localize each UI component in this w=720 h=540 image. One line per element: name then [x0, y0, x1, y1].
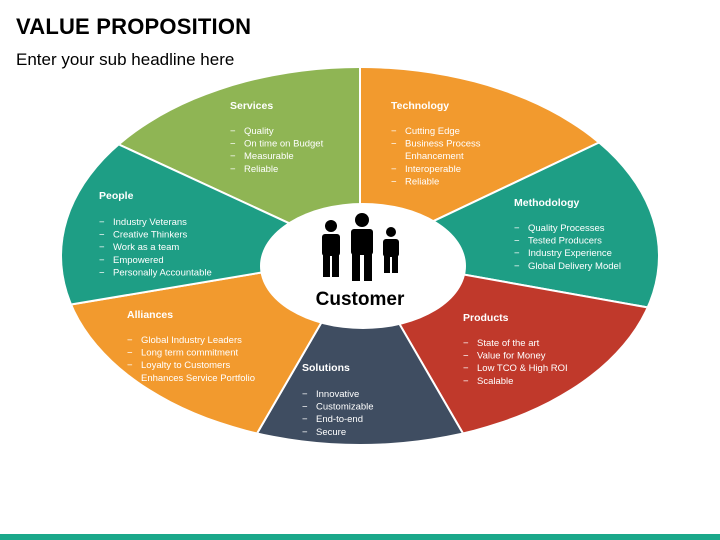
bullet-dash: −	[127, 373, 133, 384]
bullet-dash: −	[230, 126, 236, 137]
bullet-dash: −	[99, 267, 105, 278]
bullet-dash: −	[99, 242, 105, 253]
segment-item-products: Value for Money	[477, 351, 546, 362]
segment-item-people: Creative Thinkers	[113, 230, 188, 241]
segment-item-methodology: Quality Processes	[528, 223, 605, 234]
segment-item-alliances: Global Industry Leaders	[141, 335, 242, 346]
bullet-dash: −	[127, 335, 133, 346]
center-ellipse	[260, 203, 466, 329]
segment-item-people: Personally Accountable	[113, 267, 212, 278]
people-icon	[322, 213, 399, 281]
bullet-dash: −	[463, 376, 469, 387]
segment-title-services: Services	[230, 100, 273, 112]
segment-item-alliances: Loyalty to Customers	[141, 360, 230, 371]
center-label: Customer	[316, 289, 405, 310]
segment-item-methodology: Global Delivery Model	[528, 261, 621, 272]
segment-item-services: On time on Budget	[244, 139, 324, 150]
bullet-dash: −	[127, 348, 133, 359]
segment-item-technology: Interoperable	[405, 164, 461, 175]
segment-item-products: State of the art	[477, 338, 540, 349]
bullet-dash: −	[230, 139, 236, 150]
segment-item-methodology: Industry Experience	[528, 248, 612, 259]
bullet-dash: −	[230, 164, 236, 175]
bullet-dash: −	[302, 402, 308, 413]
segment-item-technology: Cutting Edge	[405, 126, 460, 137]
segment-title-alliances: Alliances	[127, 309, 173, 321]
bullet-dash: −	[463, 351, 469, 362]
segment-item-solutions: Secure	[316, 427, 346, 438]
segment-item-technology: Reliable	[405, 176, 439, 187]
segment-item-solutions: Innovative	[316, 389, 359, 400]
bullet-dash: −	[99, 230, 105, 241]
segment-item-alliances: Enhances Service Portfolio	[141, 373, 255, 384]
segment-item-methodology: Tested Producers	[528, 236, 602, 247]
bullet-dash: −	[391, 164, 397, 175]
segment-item-services: Reliable	[244, 164, 278, 175]
bullet-dash: −	[391, 176, 397, 187]
segment-item-solutions: End-to-end	[316, 414, 363, 425]
segment-title-technology: Technology	[391, 100, 449, 112]
segment-item-people: Empowered	[113, 255, 164, 266]
bullet-dash: −	[391, 139, 397, 150]
bullet-dash: −	[99, 255, 105, 266]
bullet-dash: −	[230, 151, 236, 162]
segment-item-people: Work as a team	[113, 242, 179, 253]
segment-item-products: Scalable	[477, 376, 513, 387]
bullet-dash: −	[302, 389, 308, 400]
segment-item-services: Quality	[244, 126, 274, 137]
bullet-dash: −	[302, 414, 308, 425]
segment-title-people: People	[99, 190, 134, 202]
segment-item-solutions: Customizable	[316, 402, 374, 413]
bullet-dash: −	[463, 338, 469, 349]
bullet-dash: −	[302, 427, 308, 438]
bullet-dash: −	[514, 248, 520, 259]
segment-item-products: Low TCO & High ROI	[477, 363, 568, 374]
segment-item-technology: Enhancement	[405, 151, 464, 162]
segment-item-people: Industry Veterans	[113, 217, 187, 228]
footer-bar	[0, 534, 720, 540]
bullet-dash: −	[99, 217, 105, 228]
segment-item-technology: Business Process	[405, 139, 481, 150]
bullet-dash: −	[514, 236, 520, 247]
segment-item-services: Measurable	[244, 151, 294, 162]
page-subtitle: Enter your sub headline here	[16, 50, 235, 69]
bullet-dash: −	[463, 363, 469, 374]
bullet-dash: −	[514, 261, 520, 272]
page-title: VALUE PROPOSITION	[16, 14, 252, 39]
segment-title-products: Products	[463, 312, 509, 324]
segment-item-alliances: Long term commitment	[141, 348, 239, 359]
bullet-dash: −	[514, 223, 520, 234]
segment-title-methodology: Methodology	[514, 197, 579, 209]
bullet-dash: −	[127, 360, 133, 371]
bullet-dash: −	[391, 126, 397, 137]
segment-title-solutions: Solutions	[302, 362, 350, 374]
